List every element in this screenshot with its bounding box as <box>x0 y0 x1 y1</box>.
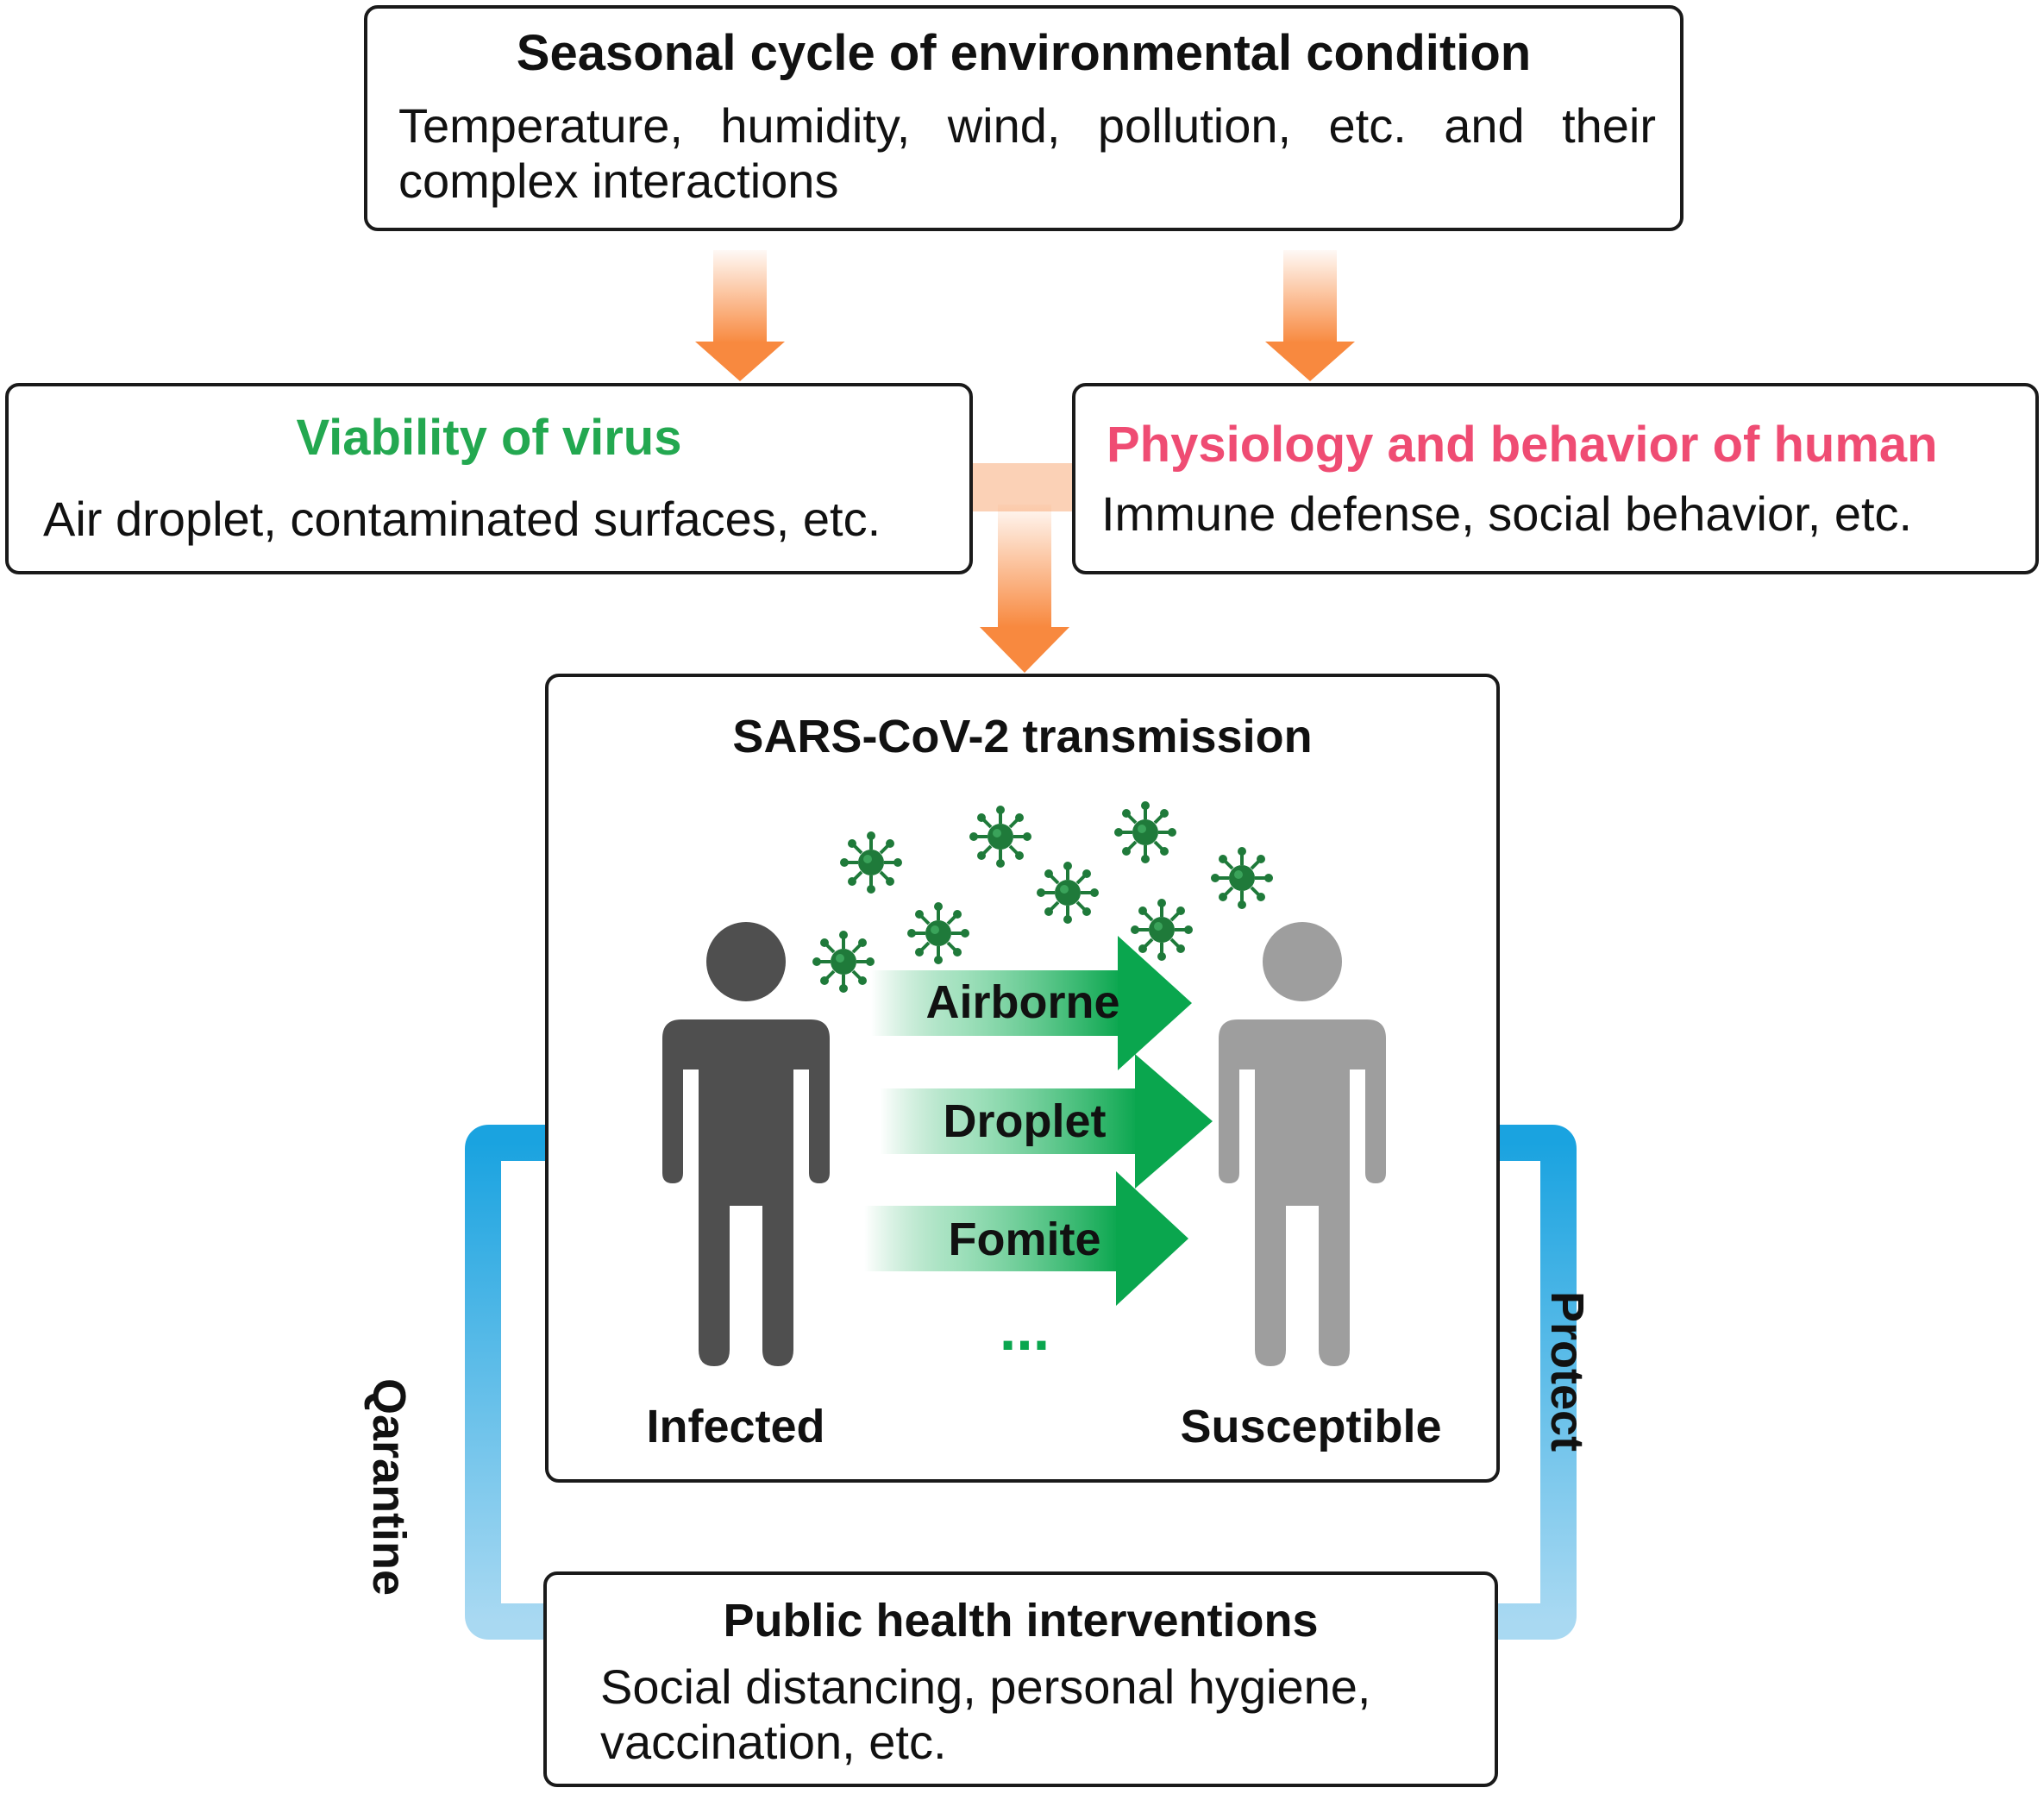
human-physiology-box: Physiology and behavior of human Immune … <box>1072 383 2039 574</box>
orange-arrow-left <box>695 250 785 381</box>
seasonal-cycle-box: Seasonal cycle of environmental conditio… <box>364 5 1683 231</box>
human-physiology-title: Physiology and behavior of human <box>1107 417 1938 473</box>
susceptible-person-icon <box>1219 922 1386 1366</box>
virus-icon <box>1035 860 1100 925</box>
virus-icon <box>1129 897 1194 963</box>
virus-icon <box>906 900 971 966</box>
virus-icon-group <box>811 800 1275 994</box>
protect-label: Protect <box>1541 1291 1593 1452</box>
virus-icon <box>968 804 1033 869</box>
infected-person-icon <box>662 922 830 1366</box>
susceptible-label: Susceptible <box>1180 1401 1441 1452</box>
public-health-box: Public health interventions Social dista… <box>543 1571 1498 1787</box>
virus-icon <box>1209 845 1275 911</box>
more-routes-ellipsis: ... <box>1000 1295 1050 1363</box>
seasonal-cycle-title: Seasonal cycle of environmental conditio… <box>516 25 1532 81</box>
orange-arrow-center <box>973 463 1072 673</box>
virus-icon <box>811 929 876 994</box>
virus-icon <box>838 830 904 895</box>
virus-viability-box: Viability of virus Air droplet, contamin… <box>5 383 973 574</box>
public-health-title: Public health interventions <box>723 1595 1319 1647</box>
orange-arrow-right <box>1265 250 1355 381</box>
virus-viability-body: Air droplet, contaminated surfaces, etc. <box>43 492 881 546</box>
virus-viability-title: Viability of virus <box>296 410 682 466</box>
quarantine-label: Qarantine <box>363 1378 415 1596</box>
droplet-route-arrow <box>880 1054 1213 1189</box>
route-label-droplet: Droplet <box>944 1095 1107 1147</box>
airborne-route-arrow <box>871 936 1192 1070</box>
transmission-title: SARS-CoV-2 transmission <box>732 711 1313 762</box>
route-label-airborne: Airborne <box>925 976 1119 1028</box>
public-health-body-line1: Social distancing, personal hygiene, <box>600 1659 1371 1714</box>
public-health-body: Social distancing, personal hygiene, vac… <box>600 1659 1370 1770</box>
public-health-body-line2: vaccination, etc. <box>600 1715 947 1769</box>
infected-label: Infected <box>646 1401 824 1452</box>
seasonal-cycle-body: Temperature, humidity, wind, pollution, … <box>398 98 1656 208</box>
virus-icon <box>1113 800 1178 865</box>
fomite-route-arrow <box>864 1171 1188 1306</box>
human-physiology-body: Immune defense, social behavior, etc. <box>1101 486 1913 541</box>
route-label-fomite: Fomite <box>948 1214 1100 1265</box>
